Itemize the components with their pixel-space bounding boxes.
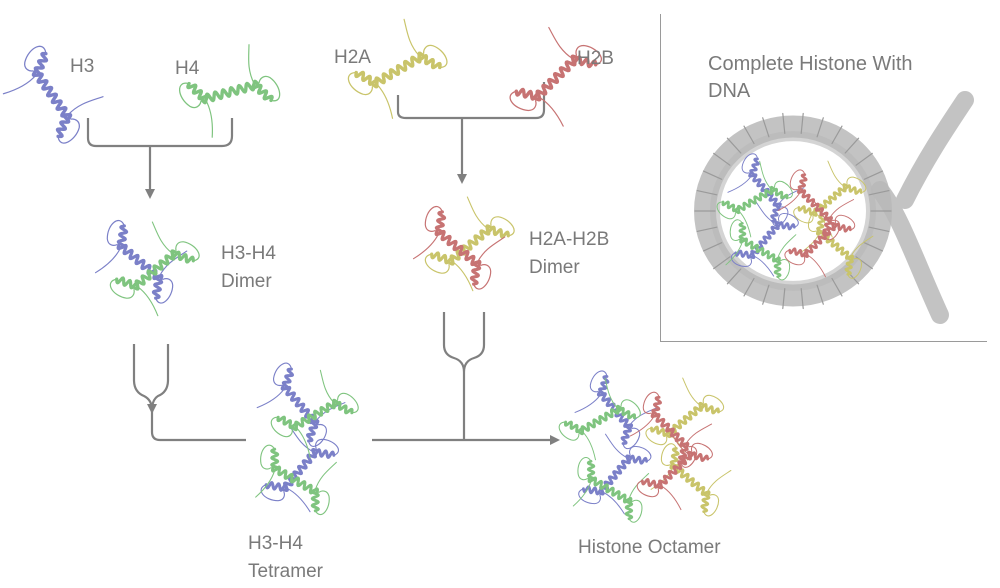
h2a-h2b-merge-arrow <box>398 82 544 180</box>
label-h4: H4 <box>175 57 199 80</box>
label-tetramer-line2: Tetramer <box>248 560 323 583</box>
label-h2ah2b-dimer-line2: Dimer <box>529 256 580 279</box>
h3h4-dimer-h4 <box>95 212 213 328</box>
octamer-h4-b <box>559 441 661 538</box>
h3h4-dimer-h3 <box>81 203 199 319</box>
assembly-arrows <box>88 82 556 440</box>
label-tetramer-line1: H3-H4 <box>248 532 303 555</box>
h2ah2b-dimer-h2b <box>399 189 517 305</box>
h2ah2b-dimer-h2a <box>410 187 528 303</box>
label-complete-line1: Complete Histone With <box>708 52 913 76</box>
octamer-h3-a <box>565 358 666 461</box>
label-histone-octamer: Histone Octamer <box>578 536 721 559</box>
h3-h4-merge-arrow <box>88 118 232 195</box>
h2b-monomer <box>493 15 618 140</box>
label-complete-line2: DNA <box>708 79 750 103</box>
h2ah2b-dimers-fork <box>444 312 484 440</box>
h4-monomer <box>173 40 287 142</box>
label-h2a: H2A <box>334 46 371 69</box>
h3-monomer <box>0 32 113 157</box>
octamer-h2a-b <box>639 429 742 530</box>
label-h3: H3 <box>70 55 94 78</box>
label-h3h4-dimer-line2: Dimer <box>221 270 272 293</box>
dimer-to-tetramer-arrow <box>134 344 246 440</box>
label-h2ah2b-dimer-line1: H2A-H2B <box>529 228 609 251</box>
label-h3h4-dimer-line1: H3-H4 <box>221 242 276 265</box>
label-h2b: H2B <box>577 47 614 70</box>
